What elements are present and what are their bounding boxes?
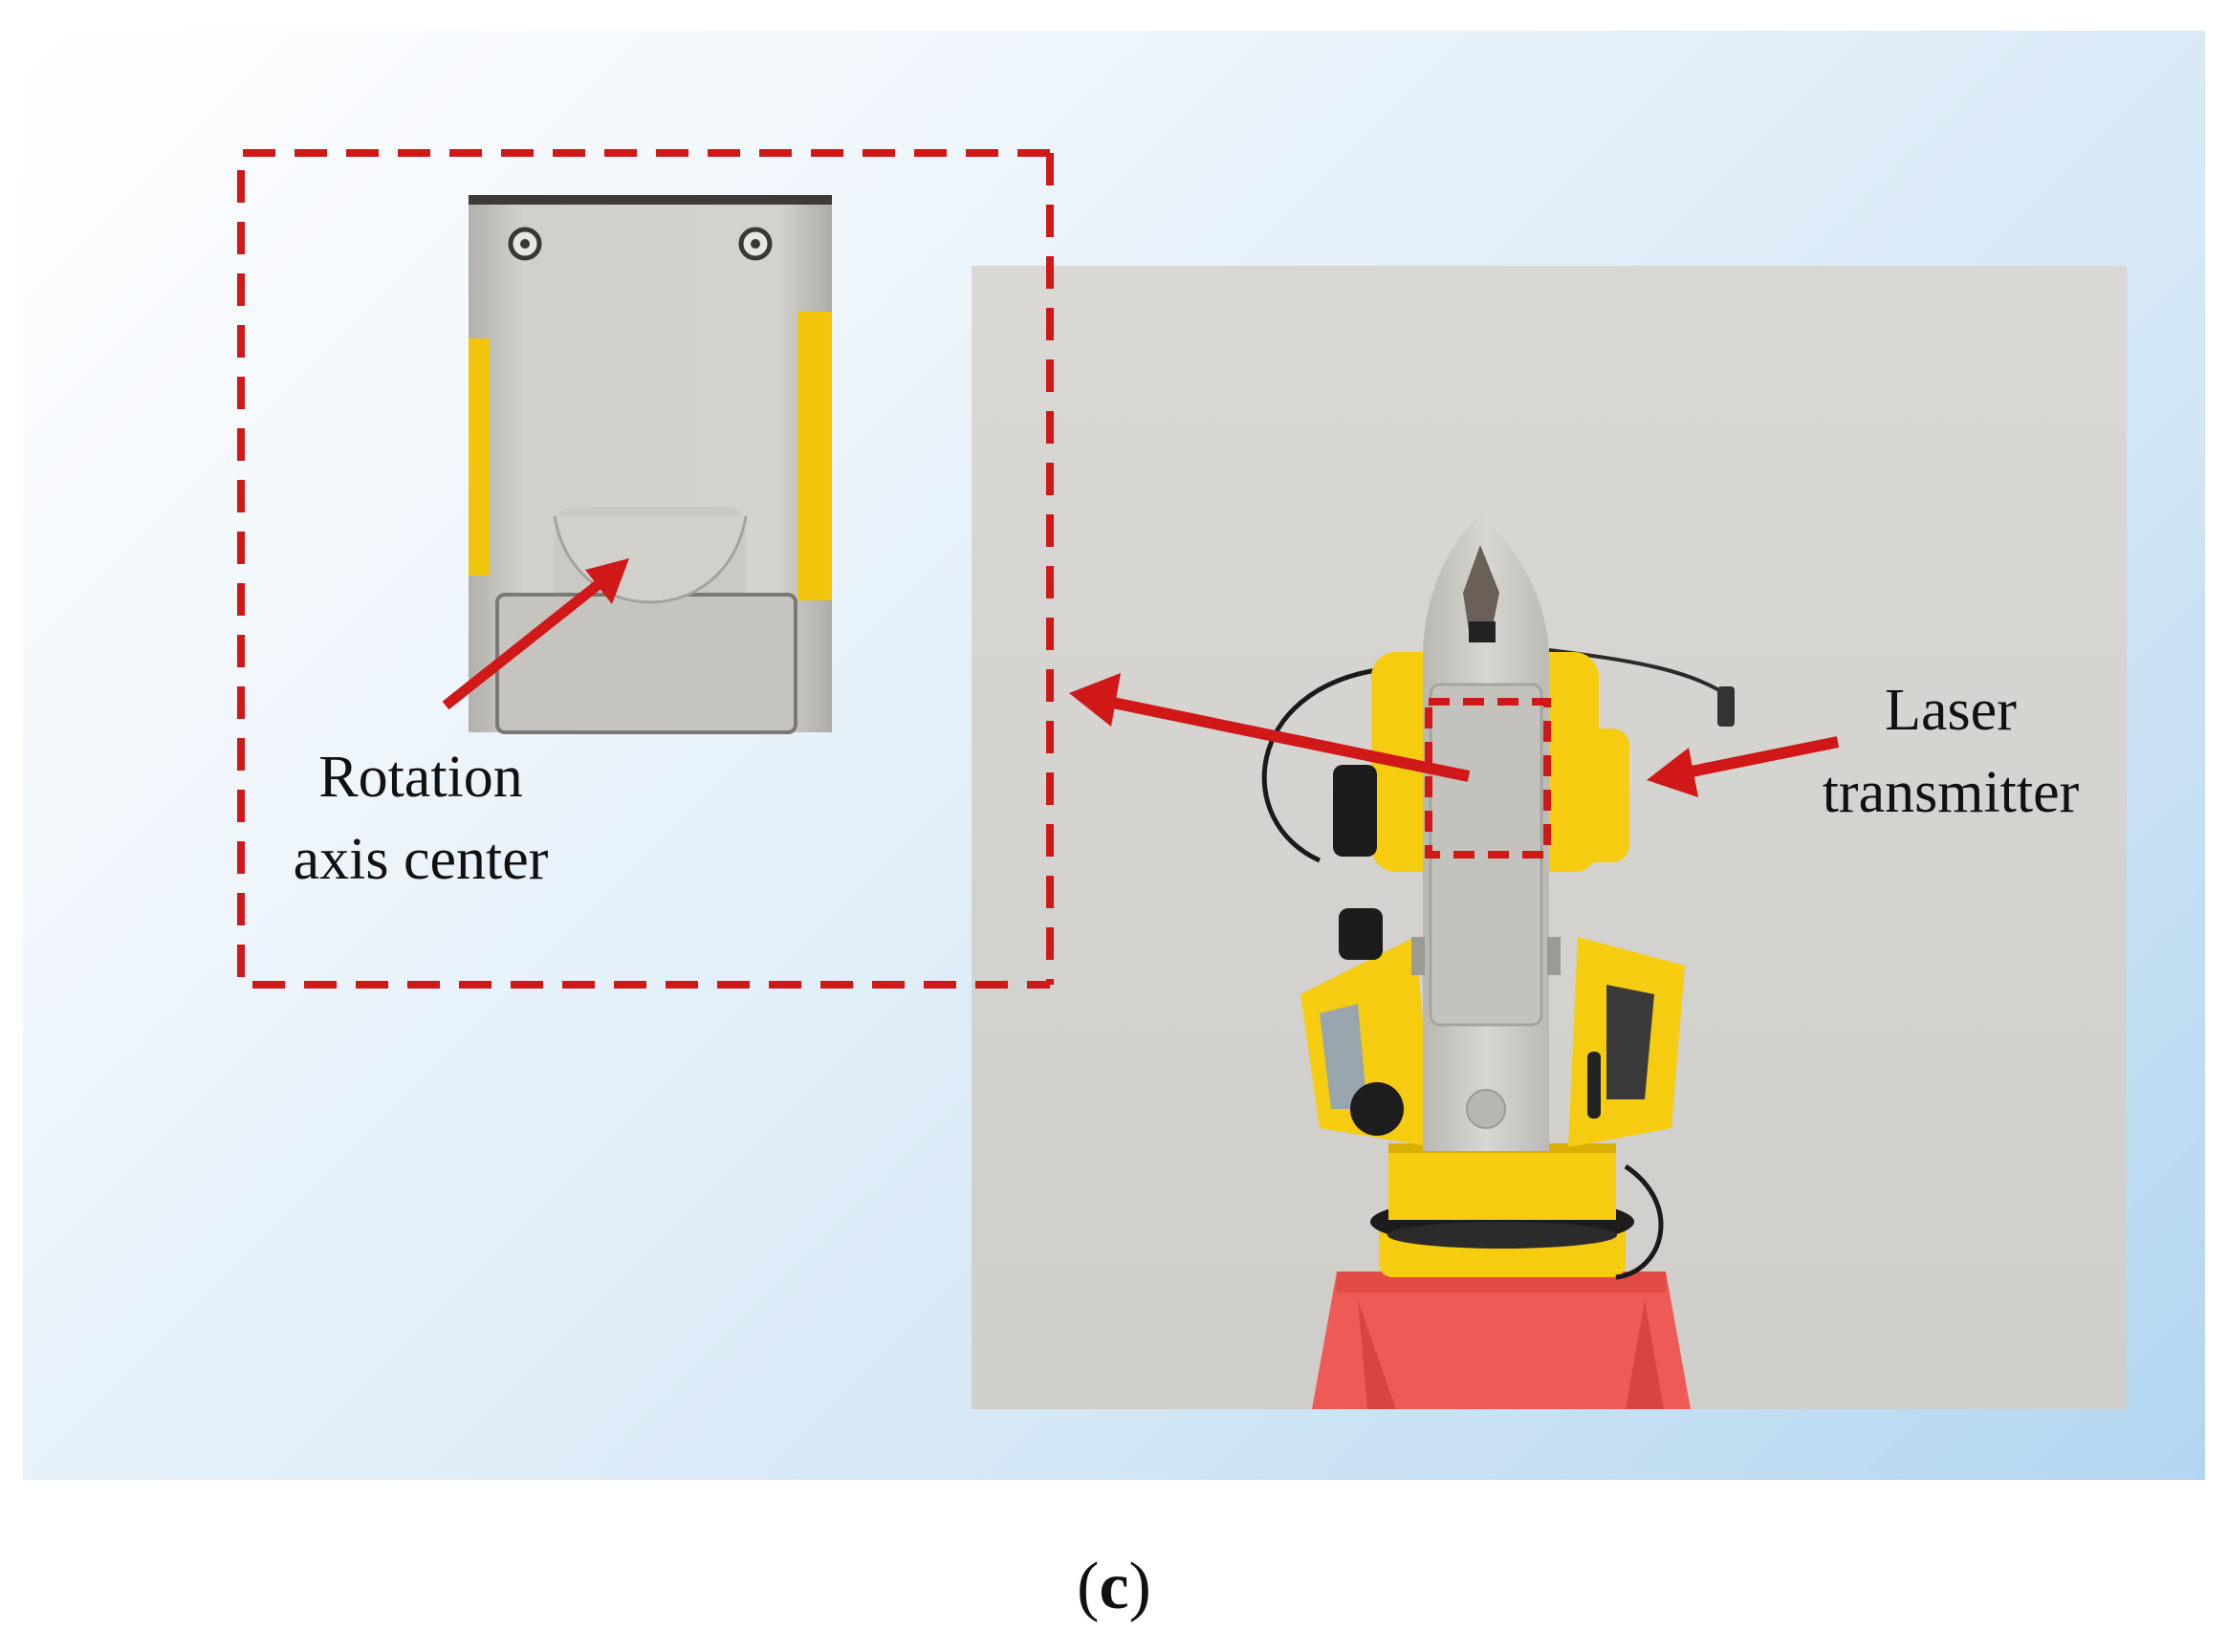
instrument-base	[1370, 1143, 1634, 1277]
screw-icon	[508, 227, 542, 261]
inset-photo	[469, 195, 832, 734]
caption-open-paren: (	[1077, 1550, 1100, 1623]
caption-letter: c	[1099, 1550, 1129, 1623]
tripod	[1312, 1272, 1691, 1409]
red-arrow-icon	[442, 558, 629, 710]
rotation-label-line1: Rotation	[318, 745, 523, 810]
laser-transmitter-label: Laser transmitter	[1779, 669, 2123, 834]
callout-dashed-box	[237, 149, 1050, 989]
instrument-standards	[1300, 937, 1685, 1147]
caption-close-paren: )	[1128, 1550, 1151, 1623]
screw-icon	[738, 227, 773, 261]
laser-label-line2: transmitter	[1822, 760, 2080, 825]
rotation-axis-label: Rotation axis center	[229, 736, 612, 901]
red-arrow-icon	[1647, 736, 1840, 797]
laser-label-line1: Laser	[1885, 678, 2017, 743]
rotation-axis-highlight	[1425, 698, 1551, 859]
instrument-body	[1333, 516, 1629, 1281]
main-photo	[972, 266, 2127, 1409]
figure-caption: (c)	[0, 1549, 2228, 1625]
red-arrow-icon	[1069, 673, 1471, 782]
rotation-label-line2: axis center	[293, 827, 549, 892]
